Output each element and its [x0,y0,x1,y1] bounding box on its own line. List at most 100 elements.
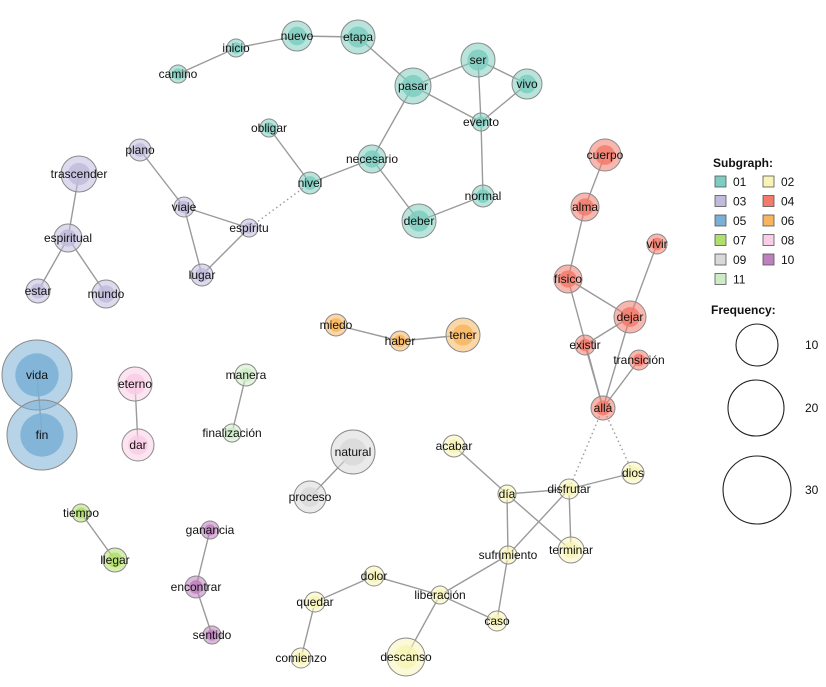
node-eterno[interactable]: eterno [117,366,153,402]
edge-dolor-quedar [314,575,375,603]
node-ganancia[interactable]: ganancia [186,520,235,540]
node-necesario[interactable]: necesario [346,144,398,174]
node-estar[interactable]: estar [25,278,52,304]
node-label: comienzo [275,651,327,665]
node-vida[interactable]: vida [1,339,73,411]
node-quedar[interactable]: quedar [296,591,334,613]
node-label: camino [159,67,198,81]
legend-swatch-06 [762,214,775,227]
node-core [576,198,594,216]
node-core [562,482,576,496]
node-terminar[interactable]: terminar [549,536,593,564]
node-fin[interactable]: fin [6,399,78,471]
edge-disfrutar-sufrimiento [507,488,570,556]
node-tiempo[interactable]: tiempo [63,503,99,523]
node-camino[interactable]: camino [159,64,198,84]
node-core [300,487,320,507]
edge-camino-inicio [177,47,237,75]
node-label: dios [622,466,644,480]
node-acabar[interactable]: acabar [436,434,473,458]
node-proceso[interactable]: proceso [289,480,332,514]
node-core [243,222,255,234]
node-label: normal [465,189,502,203]
node-label: terminar [549,543,593,557]
node-label: día [499,487,516,501]
node-etapa[interactable]: etapa [340,19,376,55]
node-core [595,400,611,416]
legend-label-05: 05 [733,214,747,228]
edge-alla-dios [602,407,634,474]
node-nuevo[interactable]: nuevo [281,20,314,52]
node-viaje[interactable]: viaje [172,196,197,218]
node-dios[interactable]: dios [621,461,645,485]
node-plano[interactable]: plano [125,138,155,162]
node-espiritual[interactable]: espiritual [44,223,92,253]
node-lugar[interactable]: lugar [189,263,216,287]
node-sentido[interactable]: sentido [193,625,232,645]
node-core [401,74,425,98]
node-ser[interactable]: ser [460,42,496,78]
node-manera[interactable]: manera [226,363,267,387]
node-label: pasar [398,79,428,93]
node-sufrimiento[interactable]: sufrimiento [479,545,538,565]
node-alla[interactable]: allá [590,395,616,421]
node-obligar[interactable]: obligar [251,118,287,138]
node-core [447,439,461,453]
node-espiritu[interactable]: espíritu [229,218,269,238]
node-finalizacion[interactable]: finalización [202,423,262,443]
node-disfrutar[interactable]: disfrutar [547,478,591,500]
legend-label-02: 02 [781,175,795,189]
node-core [626,466,640,480]
node-pasar[interactable]: pasar [394,67,432,105]
node-dolor[interactable]: dolor [361,565,388,587]
node-label: ganancia [186,523,235,537]
node-core [107,552,123,568]
legend-label-01: 01 [733,175,747,189]
node-trascender[interactable]: trascender [51,155,108,193]
node-dejar[interactable]: dejar [613,300,647,334]
node-evento[interactable]: evento [463,112,499,132]
node-normal[interactable]: normal [465,184,502,208]
edge-sufrimiento-liberacion [439,554,509,596]
node-natural[interactable]: natural [330,429,376,475]
legend-label-09: 09 [733,253,747,267]
node-transicion[interactable]: transición [613,349,665,371]
node-llegar[interactable]: llegar [100,547,130,573]
node-mundo[interactable]: mundo [88,279,125,309]
node-label: encontrar [171,580,222,594]
legend-label-08: 08 [781,234,795,248]
node-label: transición [613,353,664,367]
node-deber[interactable]: deber [401,203,437,239]
node-haber[interactable]: haber [385,330,416,352]
node-existir[interactable]: existir [569,334,601,356]
node-dar[interactable]: dar [121,428,155,462]
edge-evento-normal [480,121,484,197]
node-liberacion[interactable]: liberación [414,585,466,605]
node-label: vida [26,368,48,382]
node-dia[interactable]: día [497,484,517,504]
node-nivel[interactable]: nivel [298,171,323,195]
node-caso[interactable]: caso [484,610,510,632]
node-label: tiempo [63,506,99,520]
legend-swatch-01 [714,175,727,188]
node-label: nivel [298,176,323,190]
node-label: disfrutar [547,482,590,496]
edge-nivel-espiritu [248,182,311,229]
node-core [294,651,308,665]
node-encontrar[interactable]: encontrar [171,575,222,599]
node-tener[interactable]: tener [445,317,481,353]
node-comienzo[interactable]: comienzo [275,647,327,669]
node-core [263,122,275,134]
node-fisico[interactable]: físico [553,264,583,294]
node-label: plano [125,143,155,157]
node-alma[interactable]: alma [570,192,600,222]
node-descanso[interactable]: descanso [380,637,432,677]
node-miedo[interactable]: miedo [320,313,353,337]
node-vivir[interactable]: vivir [646,233,668,255]
node-inicio[interactable]: inicio [222,38,250,58]
node-vivo[interactable]: vivo [511,68,543,100]
node-cuerpo[interactable]: cuerpo [587,138,624,172]
node-label: fin [36,428,49,442]
legend-label-06: 06 [781,214,795,228]
node-label: etapa [343,30,373,44]
